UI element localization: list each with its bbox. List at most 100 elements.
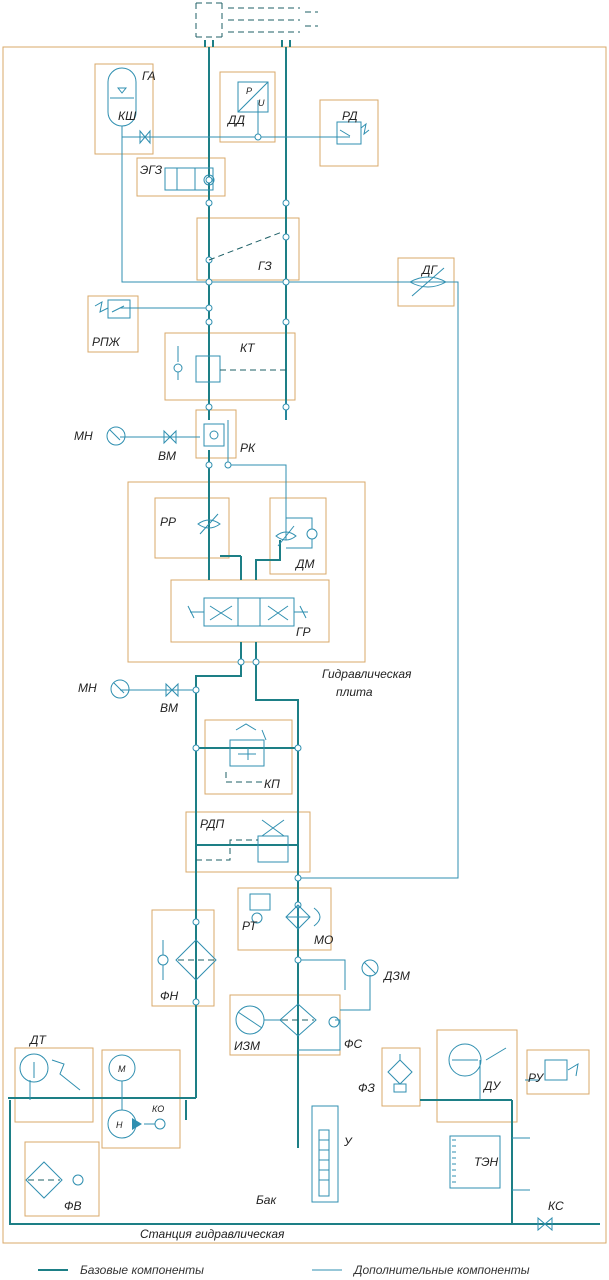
label-dt: ДТ [28, 1033, 47, 1047]
frame-dd [219, 71, 276, 143]
label-fz: ФЗ [358, 1081, 376, 1095]
label-ru: РУ [528, 1071, 544, 1085]
additional-lines [29, 100, 540, 1191]
thermo-relay-icon [249, 893, 271, 924]
label-station: Станция гидравлическая [140, 1227, 285, 1241]
solenoid-valve-icon [164, 167, 215, 191]
heater-icon [449, 1135, 501, 1189]
label-plate-line2: плита [336, 685, 373, 699]
thermo-valve-icon [173, 346, 286, 383]
level-indicator-icon [311, 1105, 339, 1203]
label-kt: КТ [240, 341, 256, 355]
accumulator-symbol [107, 67, 137, 137]
label-vm-top: ВМ [158, 449, 176, 463]
label-rt: РТ [242, 919, 258, 933]
base-lines [8, 40, 600, 1225]
frame-dm [269, 497, 327, 575]
label-ks: КС [548, 1199, 564, 1213]
label-dd: ДД [226, 113, 245, 127]
frame-ru [526, 1049, 590, 1095]
level-sensor-icon [448, 1043, 507, 1077]
legend-base-label: Базовые компоненты [80, 1263, 204, 1277]
frame-ga [94, 63, 154, 155]
label-rr: РР [160, 515, 176, 529]
label-mn-bottom: МН [78, 681, 97, 695]
label-rk: РК [240, 441, 256, 455]
label-du: ДУ [482, 1079, 501, 1093]
level-relay-icon [94, 299, 131, 319]
label-ko: КО [152, 1104, 164, 1114]
component-frames [14, 63, 590, 1217]
gauge-valve-top-icon [163, 429, 177, 445]
frame-kt [164, 332, 296, 401]
frame-dt [14, 1047, 94, 1123]
label-tank: Бак [256, 1193, 277, 1207]
pressure-gauge-top-icon [106, 426, 126, 446]
pressure-relay-icon [336, 121, 370, 145]
frame-hydraulic-plate [127, 481, 366, 663]
frame-gr [170, 579, 330, 643]
label-motor: М [118, 1064, 126, 1074]
label-dzm: ДЗМ [382, 969, 410, 983]
frame-fz [381, 1047, 421, 1107]
label-dg: ДГ [420, 263, 438, 277]
throttle-icon [408, 267, 448, 297]
gauge-valve-bottom-icon [165, 682, 179, 698]
level-relay-bottom-icon [544, 1059, 579, 1081]
label-ten: ТЭН [474, 1155, 499, 1169]
label-dd-p: P [246, 86, 252, 96]
label-fs: ФС [344, 1037, 363, 1051]
label-fv: ФВ [64, 1199, 82, 1213]
label-mn-top: МН [74, 429, 93, 443]
pressure-reducing-valve-icon [196, 819, 289, 863]
frame-rpzh [87, 295, 139, 353]
frame-rr [154, 497, 230, 559]
pressure-filter-icon [157, 939, 217, 981]
frame-rt-mo [237, 887, 332, 951]
pressure-gauge-bottom-icon [110, 679, 130, 699]
label-kp: КП [264, 777, 280, 791]
frame-kp [204, 719, 293, 795]
label-gr: ГР [296, 625, 311, 639]
oil-cooler-icon [285, 904, 321, 930]
label-fn: ФН [160, 989, 179, 1003]
frame-rk [195, 409, 237, 459]
label-rpzh: РПЖ [92, 335, 121, 349]
legend-additional-label: Дополнительные компоненты [352, 1263, 530, 1277]
clogging-sensor-icon [361, 959, 379, 977]
label-gz: ГЗ [258, 259, 272, 273]
gate-valve-icon [208, 231, 283, 261]
throttle-check-icon [275, 517, 318, 549]
legend: Базовые компоненты Дополнительные компон… [38, 1263, 530, 1277]
label-u: У [343, 1135, 353, 1149]
temperature-sensor-icon [19, 1053, 81, 1091]
label-pump: Н [116, 1120, 123, 1130]
label-rd: РД [342, 109, 358, 123]
drain-valve-icon [537, 1216, 553, 1232]
frame-fv [24, 1141, 100, 1217]
component-labels: ГА КШ P U ДД РД ЭГЗ ГЗ ДГ РПЖ КТ МН ВМ Р… [28, 69, 564, 1241]
suction-filter-icon [25, 1161, 84, 1199]
pressure-sensor-icon [237, 81, 269, 113]
flow-regulator-icon [197, 513, 221, 535]
ball-valve-icon [139, 129, 151, 145]
relief-valve-icon [225, 723, 267, 783]
frame-egz [136, 157, 226, 197]
check-valve-icon [203, 423, 225, 447]
label-mo: МО [314, 933, 333, 947]
breather-filter-icon [387, 1054, 413, 1093]
directional-valve-icon [187, 597, 308, 627]
label-ga: ГА [142, 69, 156, 83]
clogging-indicator-icon [235, 1005, 284, 1035]
frame-du [436, 1029, 518, 1123]
label-izm: ИЗМ [234, 1039, 260, 1053]
label-ksh: КШ [118, 109, 137, 123]
frame-rdp [185, 811, 311, 873]
label-dd-u: U [258, 98, 265, 108]
frame-rd [319, 99, 379, 167]
label-plate-line1: Гидравлическая [322, 667, 412, 681]
frame-gz [196, 217, 300, 281]
label-rdp: РДП [200, 817, 225, 831]
station-frame [2, 46, 607, 1244]
